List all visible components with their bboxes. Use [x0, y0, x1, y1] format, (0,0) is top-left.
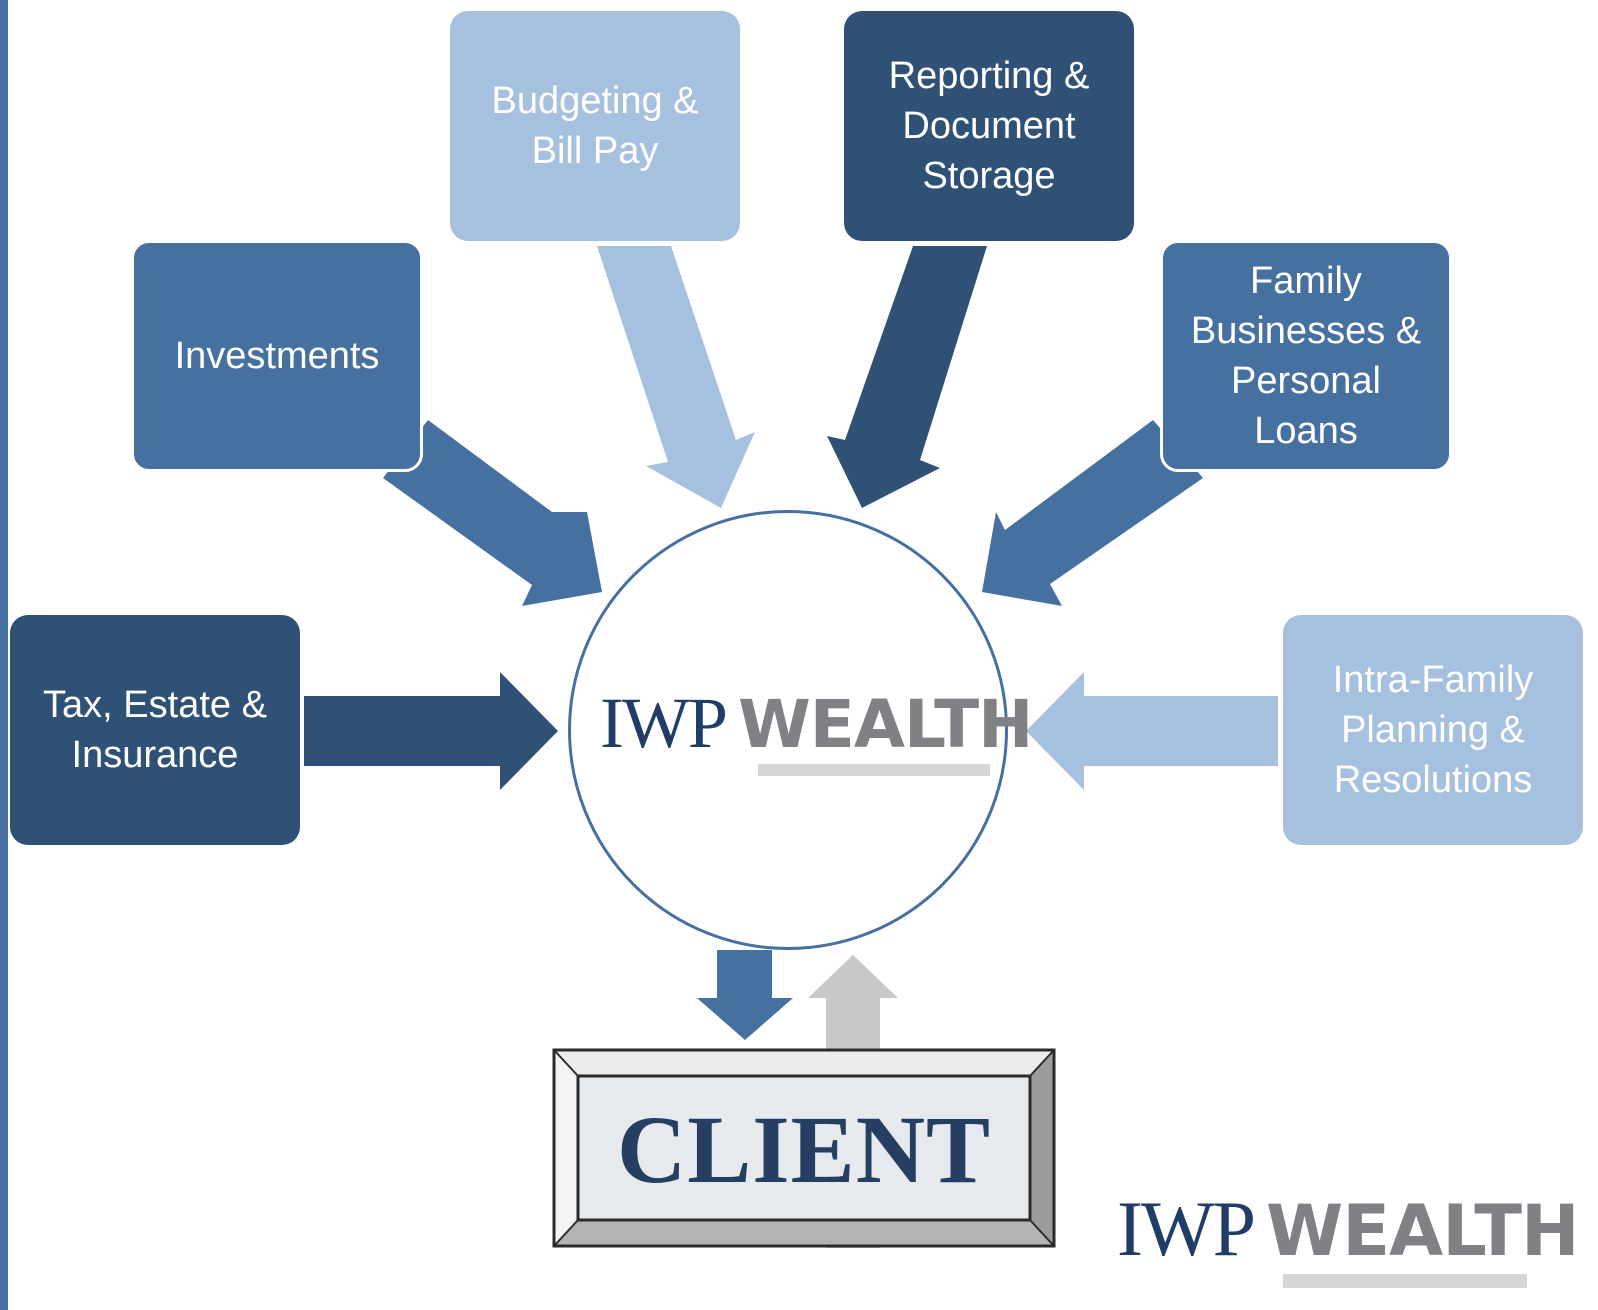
service-label-intra-family: Intra-Family Planning & Resolutions: [1332, 659, 1534, 801]
arrow-investments-to-hub: [383, 420, 602, 606]
arrow-client-to-hub: [808, 955, 898, 1050]
service-box-tax-estate: Tax, Estate & Insurance: [10, 615, 300, 845]
service-box-investments: Investments: [131, 240, 423, 472]
service-label-family-businesses: Family Businesses & Personal Loans: [1190, 260, 1422, 452]
hub-logo-underline: [758, 764, 990, 776]
client-frame: [552, 1048, 1056, 1248]
client-label: CLIENT: [616, 1096, 992, 1203]
left-accent-stripe: [0, 0, 8, 1310]
service-label-tax-estate: Tax, Estate & Insurance: [43, 684, 267, 776]
arrow-reporting-to-hub: [827, 246, 987, 508]
service-box-intra-family: Intra-Family Planning & Resolutions: [1283, 615, 1583, 845]
hub-logo-iwp: IWP: [600, 683, 728, 763]
corner-logo-iwp: IWP: [1117, 1185, 1256, 1272]
arrow-budgeting-to-hub: [597, 246, 755, 508]
corner-logo-wealth: WEALTH: [1265, 1190, 1580, 1272]
service-label-budgeting: Budgeting & Bill Pay: [491, 80, 699, 172]
service-label-reporting: Reporting & Document Storage: [888, 55, 1090, 197]
arrow-tax-to-hub: [304, 672, 558, 790]
service-box-reporting: Reporting & Document Storage: [844, 11, 1134, 241]
arrow-hub-to-client: [697, 950, 793, 1040]
service-box-family-businesses: Family Businesses & Personal Loans: [1160, 240, 1452, 472]
arrow-intra-to-hub: [1026, 672, 1278, 790]
hub-circle: [568, 510, 1008, 950]
arrow-family-to-hub: [982, 420, 1203, 606]
service-label-investments: Investments: [174, 335, 380, 377]
service-box-budgeting: Budgeting & Bill Pay: [450, 11, 740, 241]
corner-logo-underline: [1283, 1274, 1527, 1288]
hub-logo-wealth: WEALTH: [737, 686, 1033, 763]
